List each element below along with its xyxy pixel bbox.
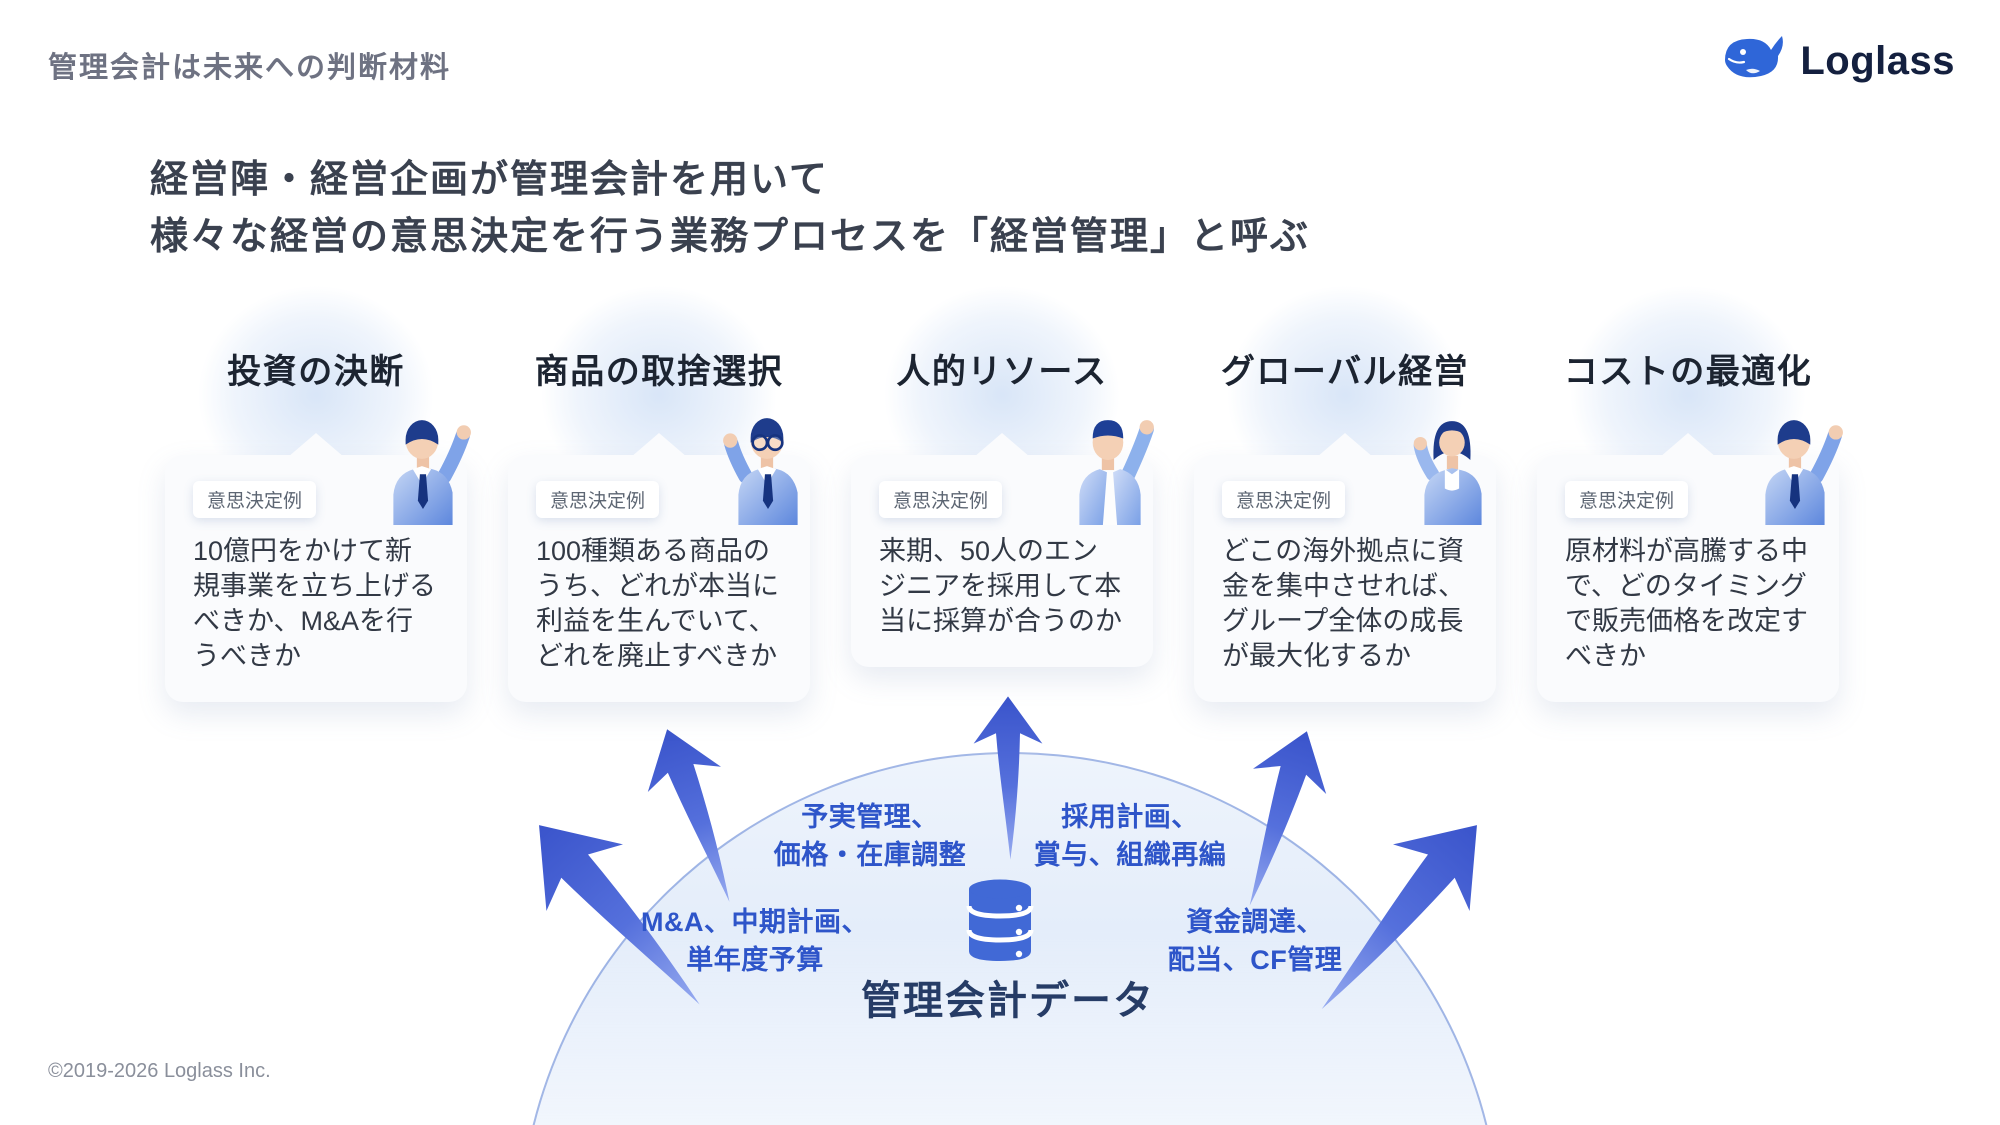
card-body-text: 100種類ある商品のうち、どれが本当に利益を生んでいて、どれを廃止すべきか <box>536 536 779 671</box>
loglass-logo: Loglass <box>1718 30 1955 93</box>
bubble-pointer-icon <box>974 433 1030 457</box>
decision-example-badge: 意思決定例 <box>1565 481 1689 518</box>
decision-card-global: グローバル経営 意思決定例 どこの海外拠点に資金を集中させれば、グループ全体の成… <box>1194 255 1496 702</box>
main-title-line-1: 経営陣・経営企画が管理会計を用いて <box>150 159 829 201</box>
card-title: 人的リソース <box>896 353 1108 391</box>
decision-card-hr: 人的リソース 意思決定例 来期、50人のエンジニアを採用して本当に採算が合うのか <box>851 255 1154 667</box>
decision-example-badge: 意思決定例 <box>879 481 1003 518</box>
speech-bubble: 意思決定例 10億円をかけて新規事業を立ち上げるべきか、M&Aを行うべきか <box>165 420 471 702</box>
loglass-logo-text: Loglass <box>1800 39 1955 83</box>
decision-example-badge: 意思決定例 <box>1222 481 1346 518</box>
page-header-title: 管理会計は未来への判断材料 <box>48 52 452 84</box>
person-in-cap-illustration <box>1061 413 1159 526</box>
funnel-label-hiring: 採用計画、 賞与、組織再編 <box>1033 802 1227 870</box>
speech-bubble: 意思決定例 来期、50人のエンジニアを採用して本当に採算が合うのか <box>851 420 1154 667</box>
arrow-up-left-icon <box>628 713 766 918</box>
bubble-pointer-icon <box>288 433 344 457</box>
person-woman-on-phone-illustration <box>1404 413 1502 526</box>
card-body-text: 原材料が高騰する中で、どのタイミングで販売価格を改定すべきか <box>1565 536 1808 671</box>
main-title: 経営陣・経営企画が管理会計を用いて 様々な経営の意思決定を行う業務プロセスを「経… <box>150 152 1310 266</box>
speech-bubble: 意思決定例 原材料が高騰する中で、どのタイミングで販売価格を改定すべきか <box>1537 420 1843 702</box>
arrow-up-left-far-icon <box>497 788 740 1045</box>
funnel-label-forecast: 予実管理、 価格・在庫調整 <box>773 802 967 870</box>
card-title: グローバル経営 <box>1220 353 1470 391</box>
person-man-scratching-head-illustration <box>1747 413 1845 526</box>
bubble-pointer-icon <box>631 433 687 457</box>
card-title: 商品の取捨選択 <box>534 353 784 391</box>
card-body-text: 来期、50人のエンジニアを採用して本当に採算が合うのか <box>879 536 1122 636</box>
speech-bubble: 意思決定例 100種類ある商品のうち、どれが本当に利益を生んでいて、どれを廃止す… <box>508 418 810 702</box>
decision-card-cost: コストの最適化 意思決定例 原材料が高騰する中で、どのタイミングで販売価格を改定… <box>1537 255 1843 702</box>
speech-bubble: 意思決定例 どこの海外拠点に資金を集中させれば、グループ全体の成長が最大化するか <box>1194 421 1496 702</box>
funnel-label-ma-planning: M&A、中期計画、 単年度予算 <box>641 907 869 975</box>
person-man-with-glasses-illustration <box>718 413 816 526</box>
copyright-text: ©2019-2026 Loglass Inc. <box>48 1060 271 1082</box>
card-body-text: どこの海外拠点に資金を集中させれば、グループ全体の成長が最大化するか <box>1222 536 1465 671</box>
decision-card-investment: 投資の決断 意思決定例 10億円をかけて新規事業を立ち上げるべきか、M&Aを行う… <box>165 255 471 702</box>
bubble-pointer-icon <box>1317 433 1373 457</box>
database-label: 管理会計データ <box>861 979 1155 1023</box>
decision-example-badge: 意思決定例 <box>193 481 317 518</box>
database-icon <box>966 878 1034 962</box>
arrow-up-right-far-icon <box>1277 788 1520 1045</box>
decision-card-products: 商品の取捨選択 意思決定例 100種類ある商品のうち、どれが本当に利益を生んでい… <box>508 255 810 702</box>
card-body-text: 10億円をかけて新規事業を立ち上げるべきか、M&Aを行うべきか <box>193 536 436 671</box>
card-title: 投資の決断 <box>227 353 405 391</box>
person-man-scratching-head-illustration <box>375 413 473 526</box>
decision-example-badge: 意思決定例 <box>536 481 660 518</box>
main-title-line-2: 様々な経営の意思決定を行う業務プロセスを「経営管理」と呼ぶ <box>150 216 1311 258</box>
arrow-up-center-icon <box>972 694 1044 862</box>
arrow-up-right-icon <box>1208 715 1346 920</box>
loglass-whale-icon <box>1718 30 1792 93</box>
card-title: コストの最適化 <box>1563 353 1813 391</box>
funnel-label-finance: 資金調達、 配当、CF管理 <box>1167 907 1343 975</box>
bubble-pointer-icon <box>1660 433 1716 457</box>
